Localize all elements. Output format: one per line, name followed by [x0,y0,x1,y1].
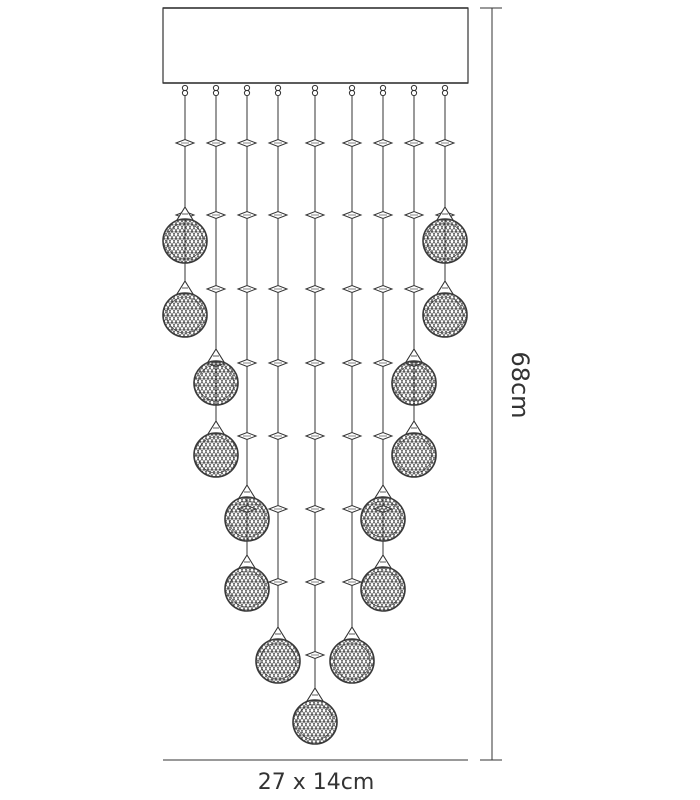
hook-icon [212,89,220,97]
crystal-sphere-icon [193,347,239,406]
hook-icon [311,84,319,92]
hook-icon [274,89,282,97]
hook-icon [212,84,220,92]
hook-icon [441,84,449,92]
hook-icon [441,89,449,97]
crystal-sphere-icon [391,419,437,478]
hook-icon [379,84,387,92]
crystal-sphere-icon [292,686,338,745]
crystal-sphere-icon [422,279,468,338]
height-label: 68cm [506,351,534,418]
crystal-sphere-icon [360,483,406,542]
ceiling-canopy [162,7,469,84]
hook-icon [243,89,251,97]
hook-icon [274,84,282,92]
hook-icon [410,89,418,97]
crystal-sphere-icon [224,483,270,542]
hook-icon [410,84,418,92]
crystal-sphere-icon [329,625,375,684]
height-dimension: 68cm [480,7,534,761]
hook-icon [181,89,189,97]
crystal-sphere-icon [162,279,208,338]
hook-icon [379,89,387,97]
crystal-sphere-icon [391,347,437,406]
hook-icon [243,84,251,92]
crystal-sphere-icon [224,553,270,612]
hook-icon [311,89,319,97]
crystal-sphere-icon [360,553,406,612]
crystal-sphere-icon [422,205,468,264]
crystal-sphere-icon [162,205,208,264]
crystal-sphere-icon [193,419,239,478]
hook-icon [348,89,356,97]
hook-icon [181,84,189,92]
crystal-sphere-icon [255,625,301,684]
base-dimension: 27 x 14cm [163,759,468,795]
crystal-spheres [162,205,468,745]
base-label: 27 x 14cm [258,770,375,795]
hook-icon [348,84,356,92]
